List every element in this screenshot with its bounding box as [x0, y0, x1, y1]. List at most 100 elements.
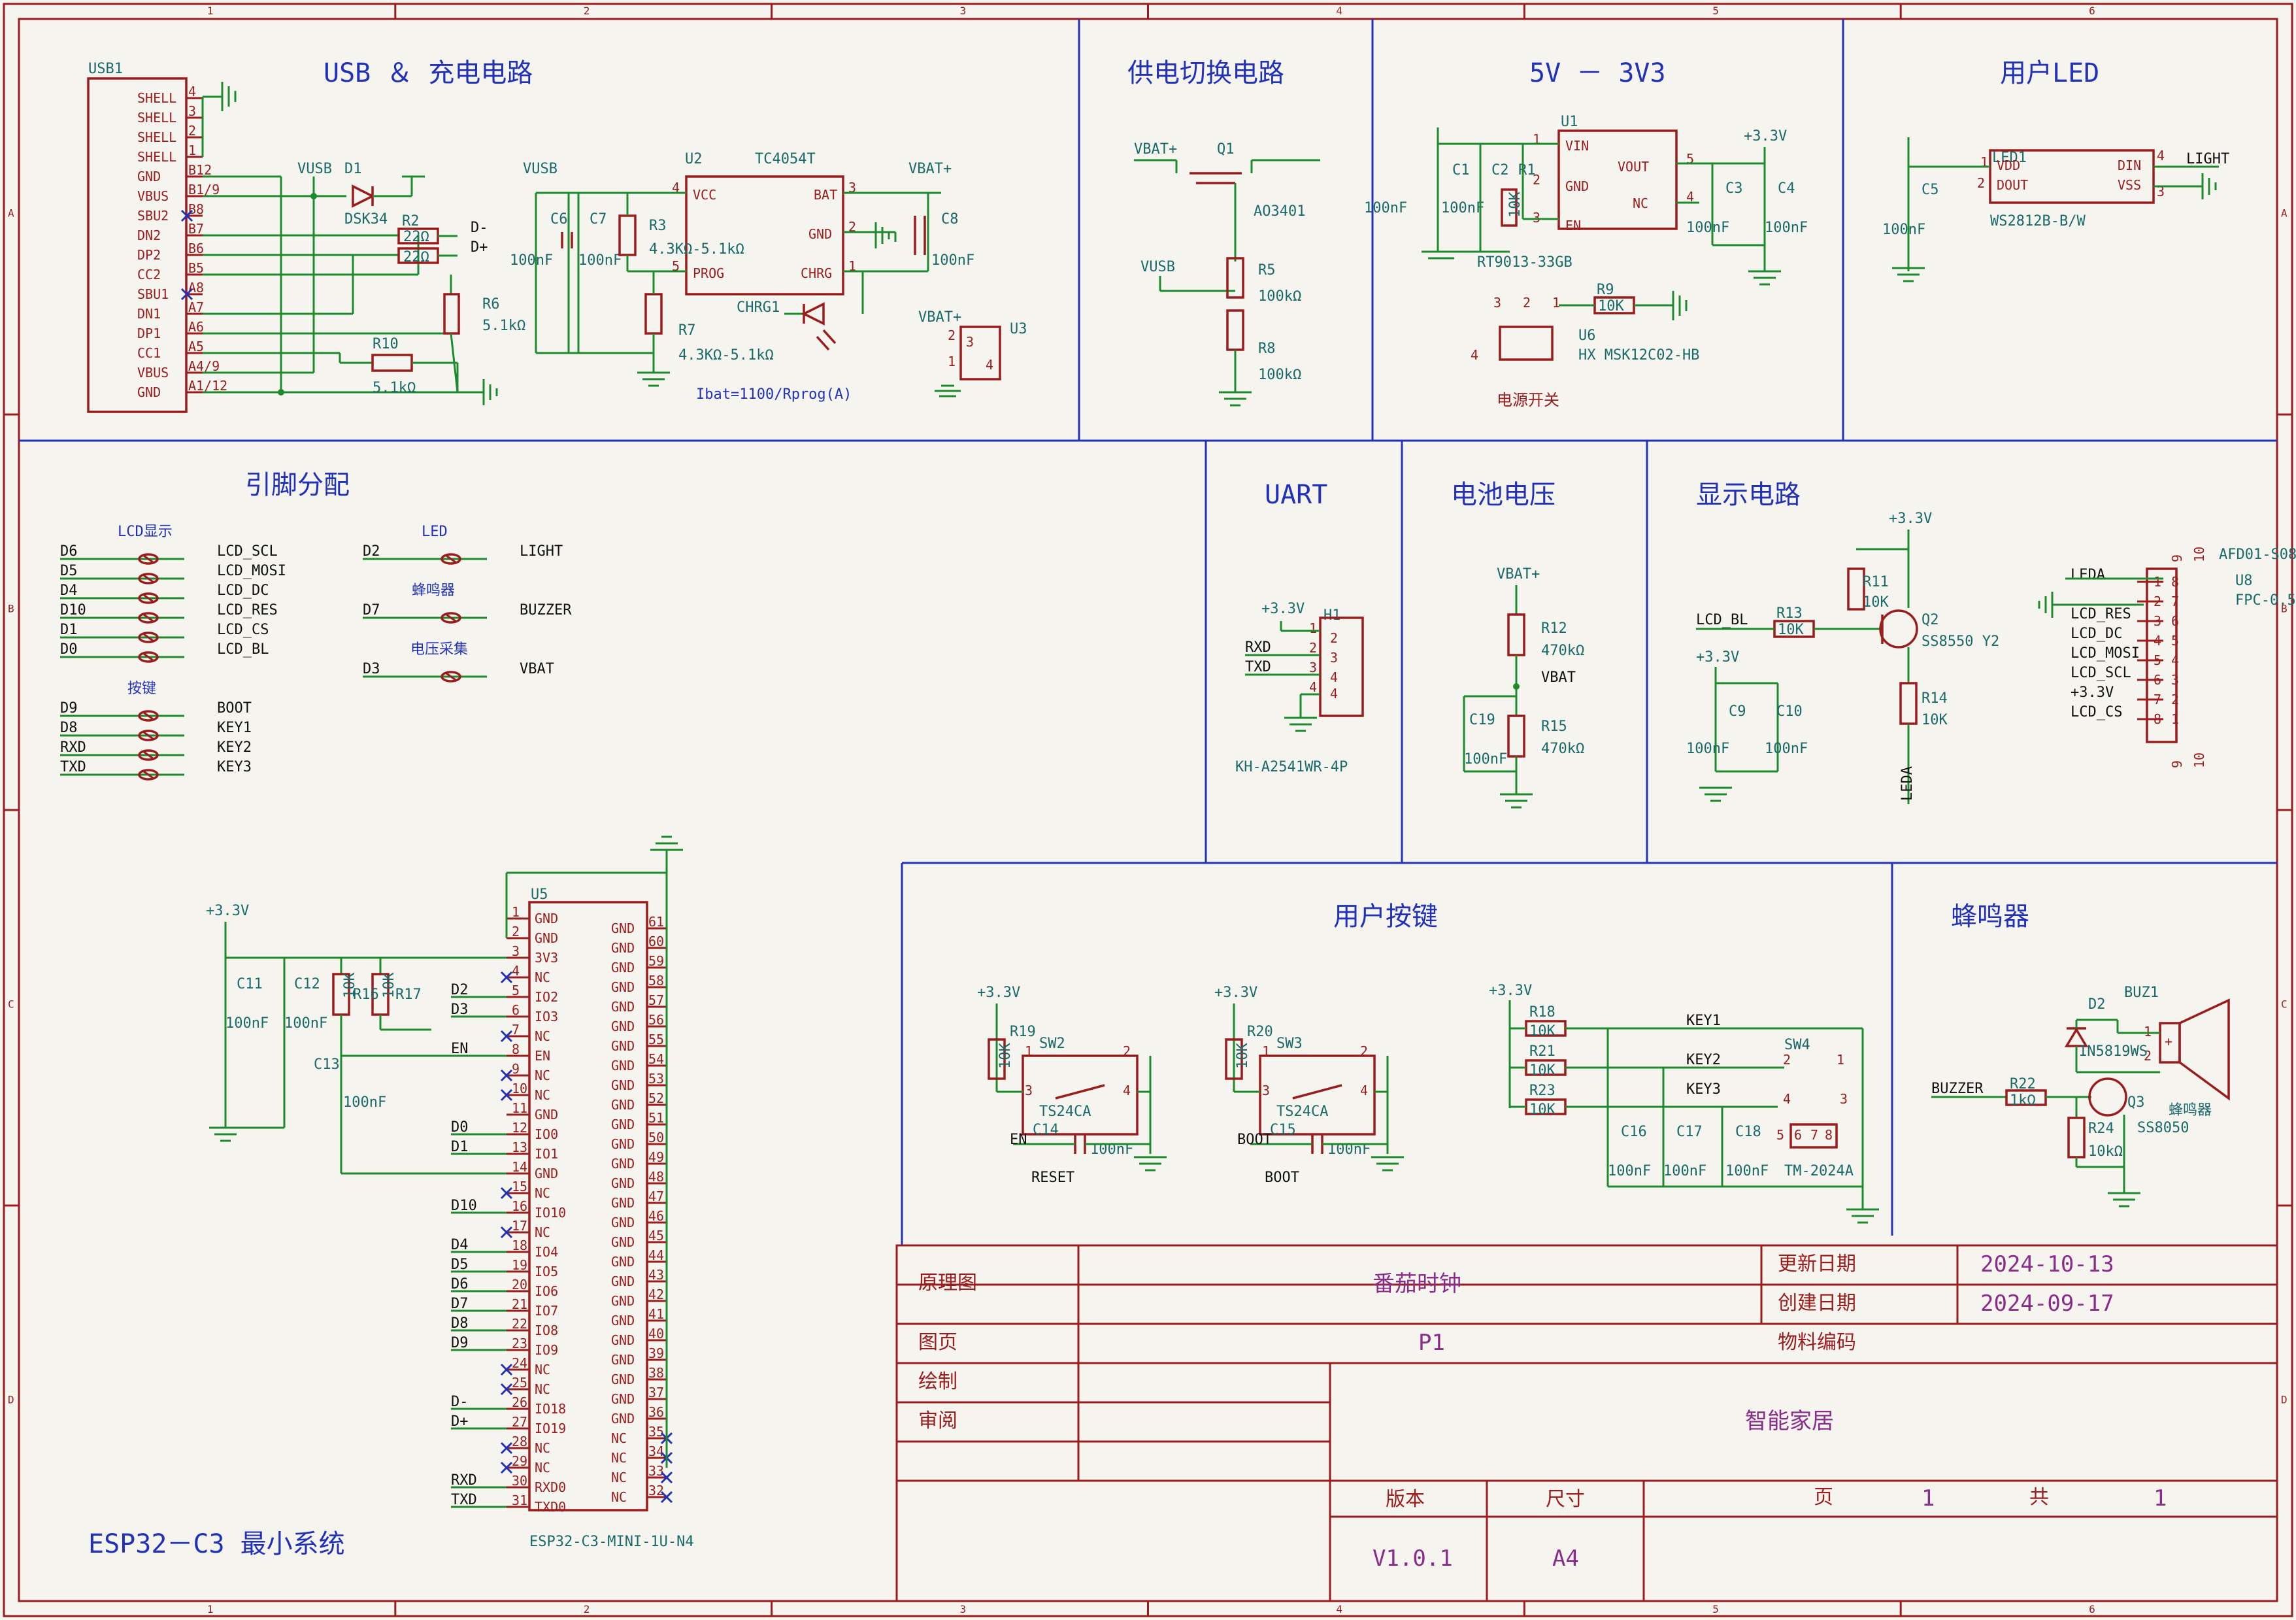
svg-text:4: 4 — [672, 180, 680, 195]
svg-text:R20: R20 — [1247, 1024, 1273, 1040]
mcu-pin-name: IO8 — [535, 1323, 558, 1338]
fpc-net-label: LCD_MOSI — [2071, 645, 2140, 662]
usb-pin-number: 1 — [188, 143, 196, 158]
zone-row-label: B — [2281, 603, 2288, 615]
mcu-pin-number: 25 — [512, 1375, 527, 1391]
svg-text:3: 3 — [1840, 1091, 1848, 1107]
mcu-pin-name: NC — [611, 1489, 627, 1505]
svg-text:EN: EN — [1010, 1132, 1027, 1148]
svg-text:10K: 10K — [342, 972, 358, 998]
mcu-net-label: D1 — [451, 1139, 469, 1155]
svg-text:100nF: 100nF — [1765, 741, 1808, 757]
svg-text:WS2812B-B/W: WS2812B-B/W — [1990, 213, 2086, 229]
svg-text:FPC-0.5: FPC-0.5 — [2235, 592, 2296, 609]
svg-text:1: 1 — [1837, 1052, 1844, 1068]
svg-text:U2: U2 — [685, 151, 703, 167]
svg-text:VBAT+: VBAT+ — [1497, 566, 1540, 582]
svg-text:VIN: VIN — [1565, 138, 1589, 154]
mcu-pin-number: 12 — [512, 1120, 527, 1136]
svg-text:R12: R12 — [1541, 620, 1567, 637]
svg-text:100nF: 100nF — [931, 252, 974, 269]
key-boot: +3.3V R20 10K SW3 1 2 3 4 TS24CA C15 100… — [1214, 985, 1404, 1186]
usb-pin-number: A1/12 — [188, 378, 227, 394]
mcu-pin-number: 32 — [648, 1483, 664, 1498]
mcu-pin-name: GND — [611, 999, 635, 1015]
mcu-pin-number: 11 — [512, 1100, 527, 1116]
pinmap-net-right: KEY2 — [217, 739, 252, 756]
svg-text:1: 1 — [848, 258, 856, 274]
mcu-pin-number: 34 — [648, 1443, 664, 1459]
buzzer-circuit: BUZ1 + 1 2 蜂鸣器 D2 1N5819WS BUZZER R22 1k… — [1931, 985, 2230, 1207]
svg-text:LED1: LED1 — [1992, 150, 2027, 166]
svg-text:SS8550 Y2: SS8550 Y2 — [1922, 633, 1999, 650]
svg-text:EN: EN — [1565, 218, 1581, 233]
svg-text:2024-09-17: 2024-09-17 — [1980, 1291, 2114, 1317]
pinmap-net-left: D4 — [60, 582, 78, 599]
mcu-pin-number: 56 — [648, 1012, 664, 1028]
title-block: 原理图 番茄时钟 更新日期 2024-10-13 创建日期 2024-09-17… — [895, 1244, 2278, 1602]
svg-text:原理图: 原理图 — [918, 1272, 977, 1294]
mcu-pin-number: 59 — [648, 953, 664, 969]
svg-text:4: 4 — [1123, 1083, 1131, 1098]
mcu-pin-number: 7 — [512, 1022, 520, 1038]
mcu-pin-number: 15 — [512, 1179, 527, 1194]
title-usb: USB ＆ 充电电路 — [324, 58, 533, 88]
svg-text:100nF: 100nF — [284, 1015, 327, 1032]
svg-text:BAT: BAT — [814, 187, 837, 203]
usb-pin-number: 2 — [188, 123, 196, 139]
fpc-net-label: LCD_RES — [2071, 606, 2131, 622]
key-matrix: +3.3V R18 10K R21 10K R23 10K KEY1 KEY2 … — [1489, 983, 1879, 1224]
svg-text:2: 2 — [1123, 1043, 1131, 1059]
zone-row-label: D — [2281, 1394, 2288, 1406]
fpc-pin-number: 1 — [2171, 711, 2179, 727]
svg-text:C10: C10 — [1776, 703, 1803, 720]
fpc-pin-number: 2 — [2154, 594, 2161, 609]
mcu-pin-name: TXD0 — [535, 1499, 566, 1515]
zone-col-label: 1 — [207, 1603, 214, 1615]
zone-row-label: D — [8, 1394, 14, 1406]
svg-text:TM-2024A: TM-2024A — [1784, 1163, 1854, 1179]
usb-pin-number: B5 — [188, 260, 204, 276]
svg-text:VUSB: VUSB — [523, 161, 557, 177]
svg-text:TS24CA: TS24CA — [1276, 1104, 1328, 1120]
svg-text:HX MSK12C02-HB: HX MSK12C02-HB — [1578, 347, 1699, 363]
svg-text:共: 共 — [2029, 1486, 2049, 1509]
mcu-pin-number: 58 — [648, 973, 664, 988]
mcu-net-label: D0 — [451, 1119, 469, 1136]
svg-text:尺寸: 尺寸 — [1546, 1488, 1585, 1511]
usb-pin-name: VBUS — [137, 188, 169, 204]
mcu-pin-number: 28 — [512, 1434, 527, 1449]
mcu-net-label: D+ — [451, 1413, 469, 1430]
svg-text:R6: R6 — [482, 296, 500, 312]
svg-text:5.1kΩ: 5.1kΩ — [373, 380, 416, 396]
mcu-pin-number: 30 — [512, 1473, 527, 1489]
mcu-net-label: D3 — [451, 1002, 469, 1018]
svg-text:10K: 10K — [1863, 594, 1889, 611]
mcu-pin-name: NC — [535, 1362, 550, 1377]
key-reset: +3.3V R19 10K SW2 1 2 3 4 TS24CA C14 100… — [977, 985, 1167, 1186]
usb-pin-name: SHELL — [137, 129, 176, 145]
svg-text:VBAT+: VBAT+ — [918, 309, 961, 326]
pinmap-net-right: LCD_CS — [217, 622, 269, 638]
mcu-pin-name: IO2 — [535, 989, 558, 1005]
svg-text:100nF: 100nF — [1686, 220, 1729, 236]
mcu-pin-name: GND — [535, 911, 558, 926]
svg-text:3: 3 — [1025, 1083, 1033, 1098]
svg-text:SW2: SW2 — [1039, 1036, 1065, 1052]
svg-text:3: 3 — [2157, 184, 2165, 199]
mcu-pin-number: 43 — [648, 1267, 664, 1283]
svg-text:Q1: Q1 — [1217, 141, 1235, 158]
mcu-pin-name: GND — [611, 1175, 635, 1191]
usb-pin-number: B7 — [188, 221, 204, 237]
svg-text:1: 1 — [2154, 1485, 2167, 1511]
mcu-pin-number: 10 — [512, 1081, 527, 1096]
svg-text:A4: A4 — [1552, 1545, 1579, 1572]
mcu-pin-number: 5 — [512, 983, 520, 998]
mcu-pin-number: 44 — [648, 1247, 664, 1263]
pinmap-net-left: D5 — [60, 563, 78, 579]
fpc-pin-number: 4 — [2154, 633, 2161, 649]
svg-text:3: 3 — [1309, 660, 1317, 675]
svg-text:R11: R11 — [1863, 574, 1889, 590]
cap-c8: C8 100nF — [863, 193, 974, 273]
